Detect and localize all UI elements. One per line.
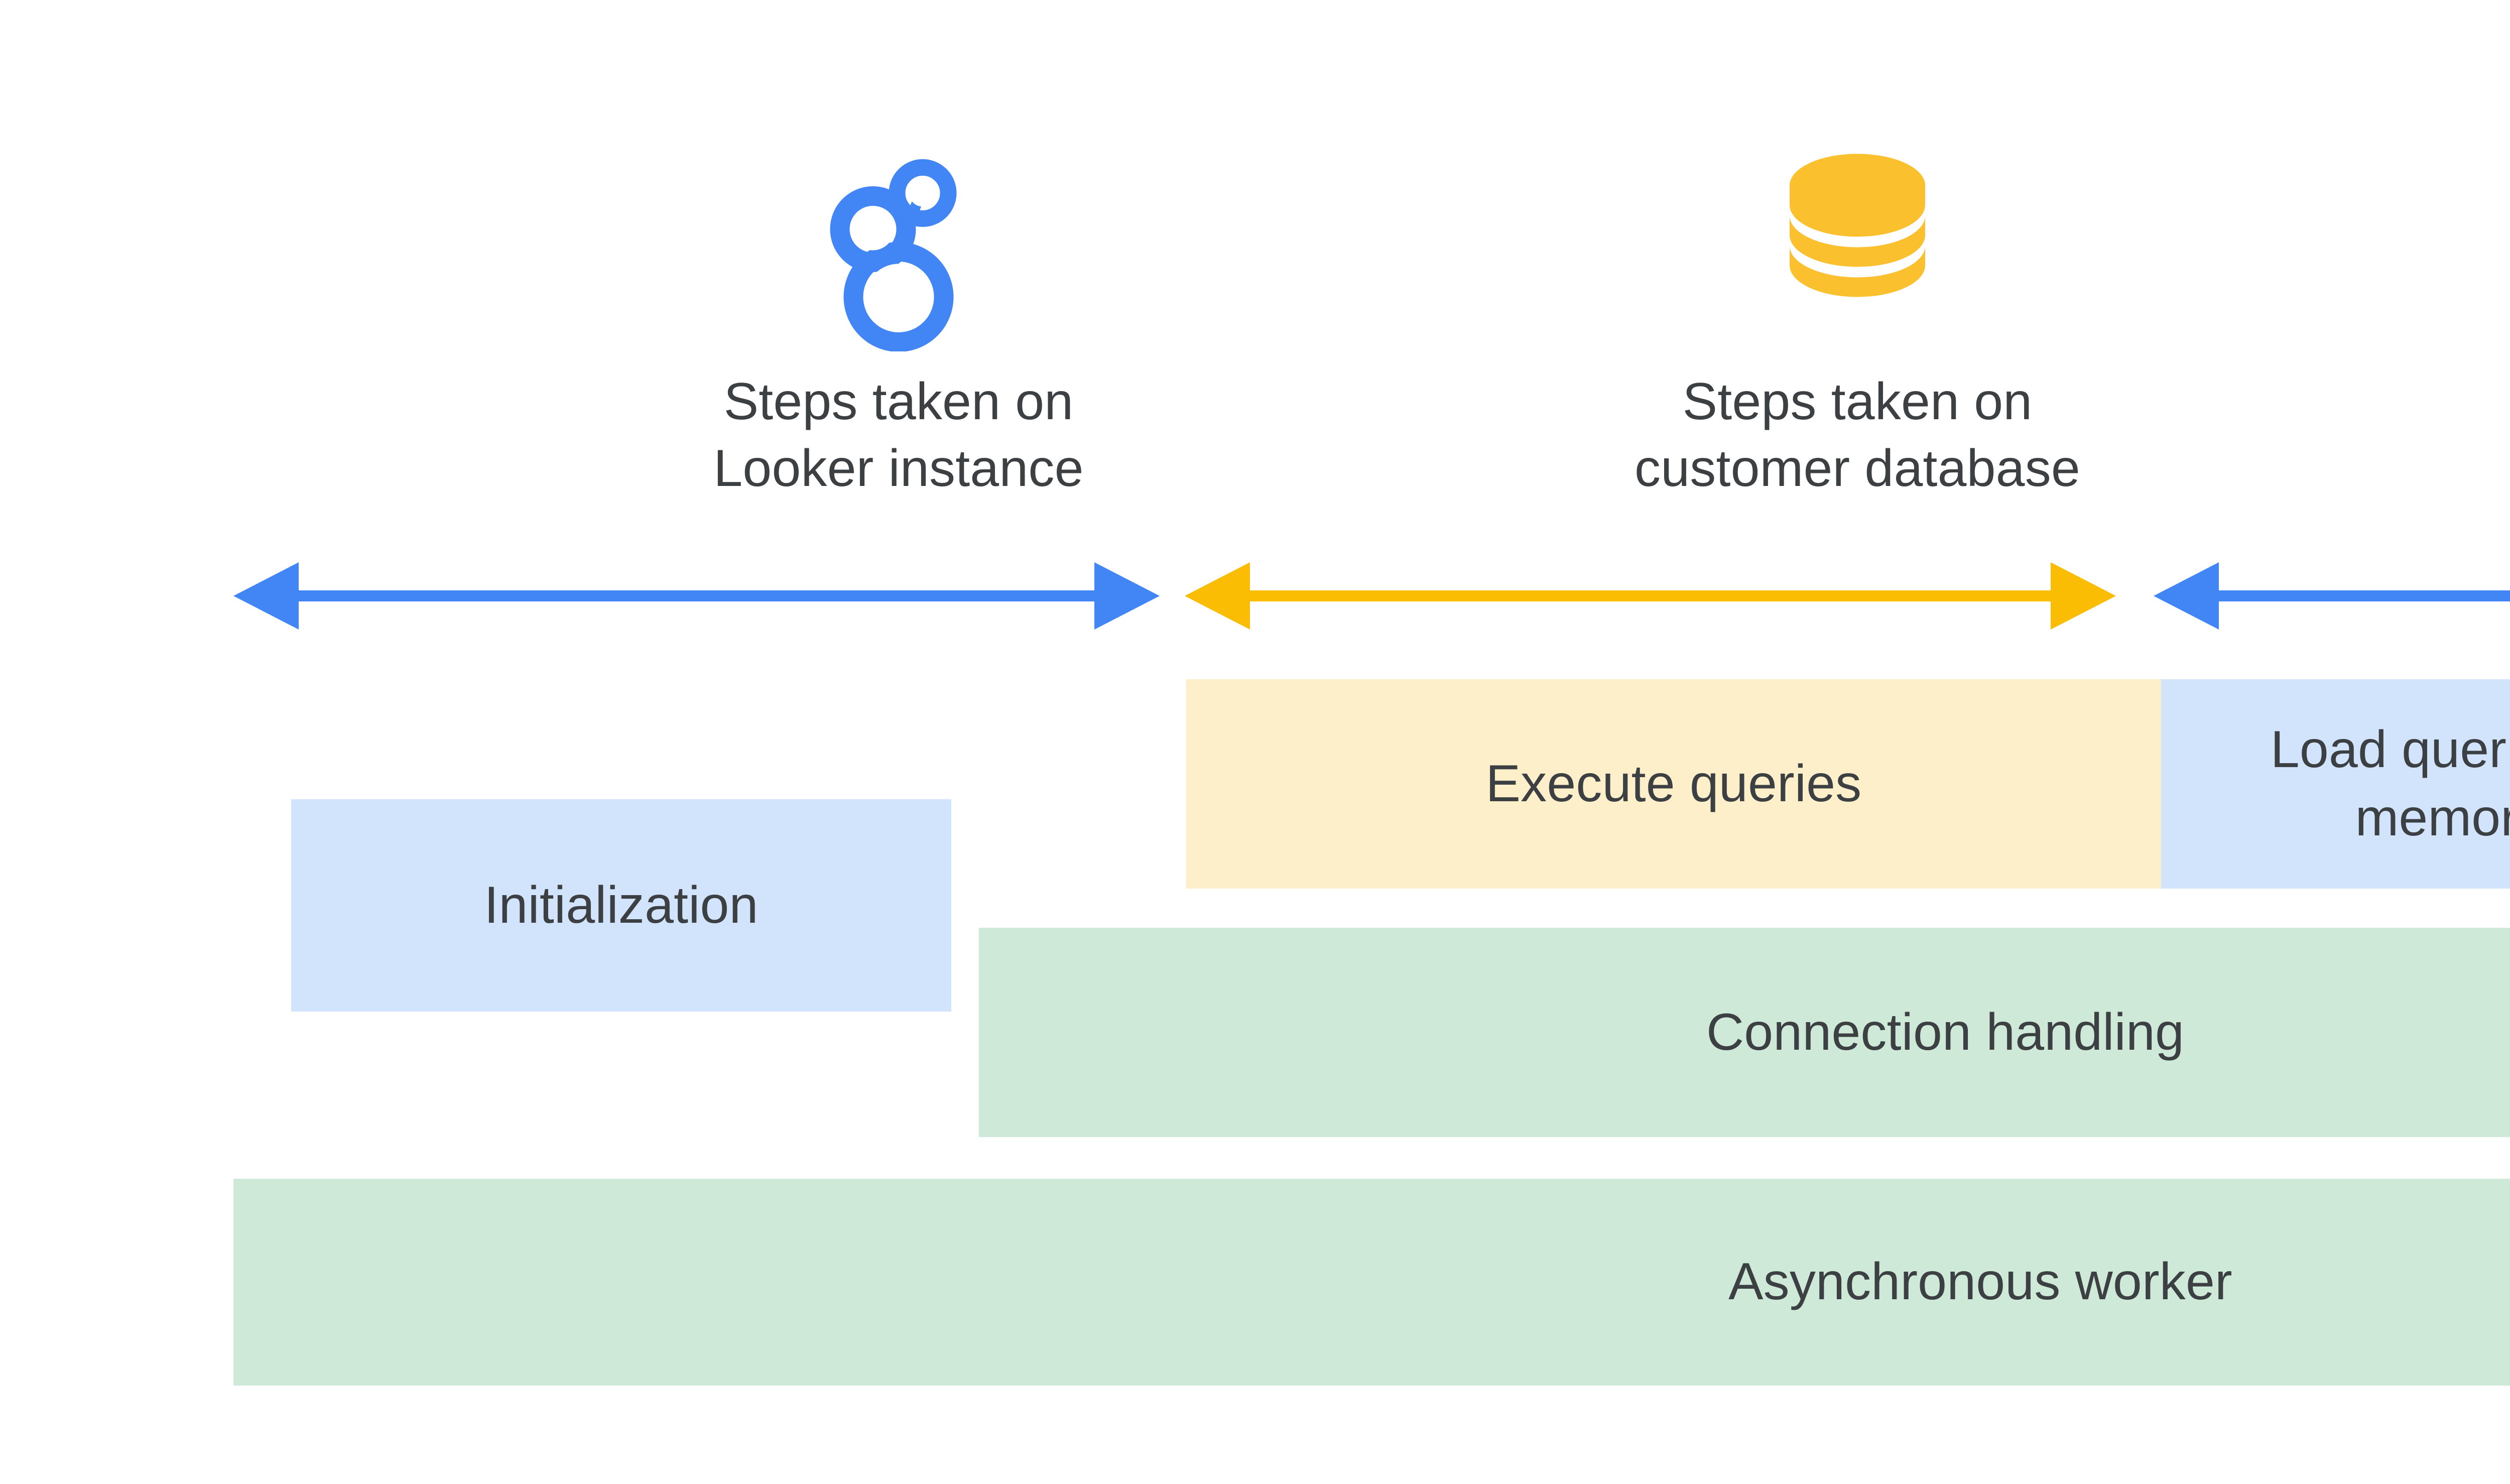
stage-header-looker-left: Steps taken on Looker instance (658, 151, 1140, 502)
span-arrows (0, 557, 2510, 638)
looker-span-arrow-left (233, 562, 1160, 630)
looker-span-arrow-right (2154, 562, 2510, 630)
stage-caption: Steps taken on Looker instance (713, 373, 1084, 498)
phase-label: Load queries in memory (2270, 720, 2510, 847)
phase-label: Execute queries (1485, 754, 1862, 813)
looker-logo-icon (823, 151, 974, 352)
phase-label: Connection handling (1706, 1003, 2185, 1061)
database-span-arrow (1185, 562, 2116, 630)
stage-header-database: Steps taken on customer database (1616, 151, 2098, 502)
phase-label: Asynchronous worker (1728, 1253, 2232, 1311)
database-icon (1775, 151, 1940, 351)
phase-box-execute-queries[interactable]: Execute queries (1186, 679, 2161, 889)
stage-caption: Steps taken on customer database (1635, 373, 2080, 498)
phase-box-load-queries-in-memory[interactable]: Load queries in memory (2161, 679, 2510, 889)
phase-box-initialization[interactable]: Initialization (291, 799, 951, 1012)
phase-label: Initialization (484, 876, 759, 934)
phase-box-connection-handling[interactable]: Connection handling (979, 928, 2510, 1137)
phase-box-asynchronous-worker[interactable]: Asynchronous worker (233, 1179, 2510, 1386)
